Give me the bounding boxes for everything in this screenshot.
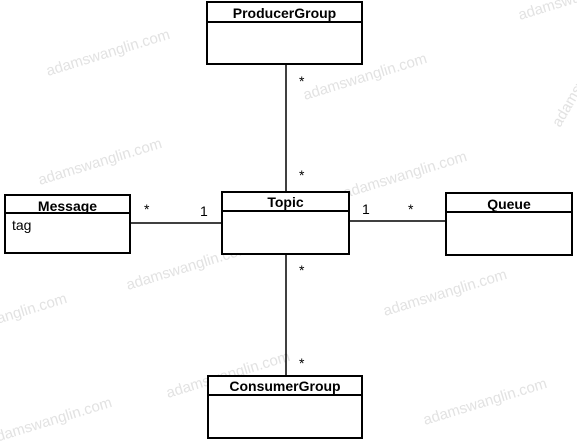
class-attribute: tag (12, 217, 31, 233)
multiplicity-topic-right-end: 1 (362, 201, 370, 217)
multiplicity-queue-end: * (408, 201, 414, 217)
class-queue: Queue (445, 192, 573, 256)
class-box (445, 192, 573, 256)
multiplicity-topic-top-end: * (299, 167, 305, 183)
watermark: adamswanglin.com (44, 26, 172, 80)
class-consumer-group: ConsumerGroup (207, 375, 363, 439)
class-name: Queue (487, 196, 531, 212)
watermark: adamswanglin.com (421, 375, 549, 429)
class-box (206, 1, 363, 65)
multiplicity-topic-left-end: 1 (200, 203, 208, 219)
watermark: adamswanglin.com (516, 0, 577, 24)
class-name: ProducerGroup (233, 5, 336, 21)
class-box (4, 194, 131, 254)
class-box (207, 375, 363, 439)
class-message: Message tag (4, 194, 131, 254)
multiplicity-topic-bottom-end: * (299, 262, 305, 278)
multiplicity-message-end: * (144, 201, 150, 217)
class-name: ConsumerGroup (229, 378, 340, 394)
watermark: adamswanglin.com (381, 266, 509, 320)
class-topic: Topic (221, 191, 350, 255)
class-producer-group: ProducerGroup (206, 1, 363, 65)
class-name: Message (38, 198, 97, 214)
class-name: Topic (267, 194, 304, 210)
watermark: adamswanglin.com (36, 135, 164, 189)
watermark: adamswanglin.com (0, 394, 114, 444)
class-box (221, 191, 350, 255)
multiplicity-producer-end: * (299, 73, 305, 89)
watermark: adamswanglin.com (549, 10, 577, 130)
multiplicity-consumer-end: * (299, 355, 305, 371)
watermark: adamswanglin.com (0, 290, 69, 344)
